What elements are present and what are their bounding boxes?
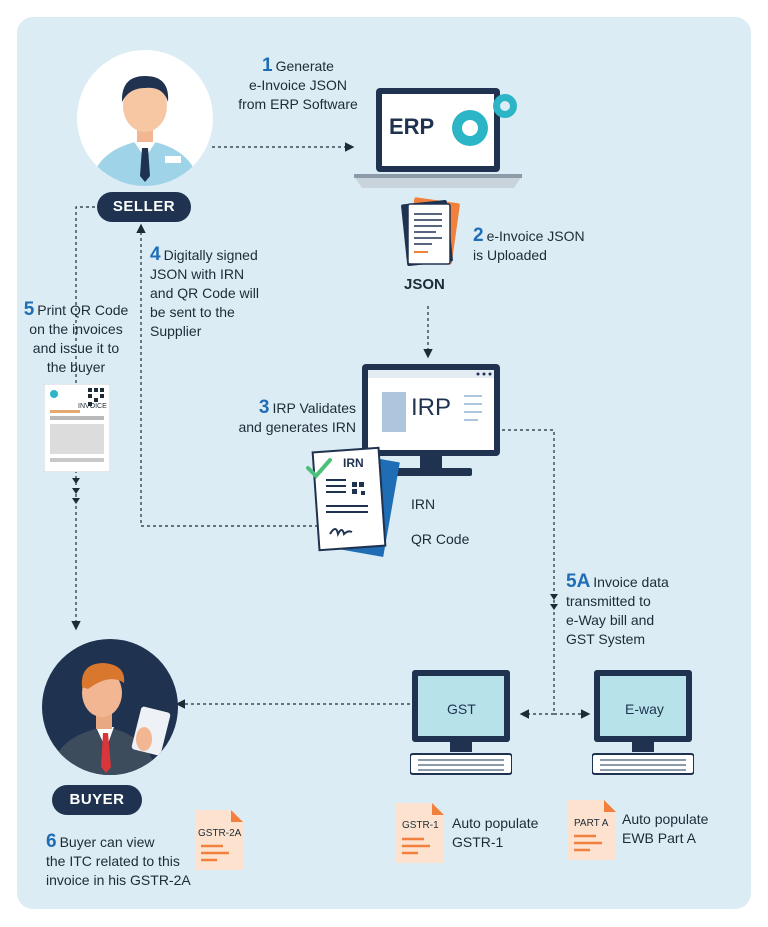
gstr-2a-tag: GSTR-2A <box>198 828 242 839</box>
qr-code-label: QR Code <box>411 531 470 547</box>
step-5a-line4: GST System <box>566 631 646 647</box>
invoice-title: INVOICE <box>78 403 107 410</box>
irn-document-icon <box>306 446 400 558</box>
irp-monitor-icon <box>362 364 500 476</box>
ewb-output-line2: EWB Part A <box>622 830 696 846</box>
step-6-number: 6 <box>46 831 57 852</box>
gstr-1-document-icon <box>396 803 444 863</box>
part-a-tag: PART A <box>574 818 609 829</box>
step-5-line3: and issue it to <box>32 340 120 356</box>
step-3-line2: and generates IRN <box>238 419 356 435</box>
eway-computer-icon <box>592 670 694 775</box>
step-5a-line1: Invoice data <box>593 574 669 590</box>
step-4-line3: and QR Code will <box>150 285 259 301</box>
irp-screen-label: IRP <box>411 394 452 421</box>
ewb-output-text: Auto populate EWB Part A <box>622 810 708 848</box>
arrow-seller-to-buyer <box>71 206 95 631</box>
buyer-avatar <box>42 639 178 775</box>
seller-avatar <box>77 50 213 186</box>
arrow-irn-to-seller <box>136 223 318 527</box>
step-5-number: 5 <box>23 299 35 320</box>
seller-label: SELLER <box>97 192 191 222</box>
step-1-line3: from ERP Software <box>238 96 358 112</box>
step-4-line2: JSON with IRN <box>150 266 245 282</box>
json-label: JSON <box>404 276 445 293</box>
invoice-document-icon <box>44 384 110 472</box>
step-5a-number: 5A <box>566 571 591 592</box>
step-2-line2: is Uploaded <box>473 247 547 263</box>
gst-screen-label: GST <box>447 701 476 717</box>
step-5-line2: on the invoices <box>29 321 123 337</box>
step-4-line1: Digitally signed <box>163 247 258 263</box>
step-4-line4: be sent to the <box>150 304 235 320</box>
step-6-line1: Buyer can view <box>59 834 155 850</box>
step-4-line5: Supplier <box>150 323 202 339</box>
step-1-line1: Generate <box>275 58 334 74</box>
erp-screen-label: ERP <box>389 114 435 139</box>
step-3-line1: IRP Validates <box>272 400 356 416</box>
step-6-line3: invoice in his GSTR-2A <box>46 872 191 888</box>
step-5-line4: the buyer <box>46 359 106 375</box>
step-4-number: 4 <box>150 244 161 265</box>
json-document-icon <box>401 197 460 267</box>
gstr-1-tag: GSTR-1 <box>402 820 439 831</box>
step-1-line2: e-Invoice JSON <box>248 77 348 93</box>
gstr-2a-document-icon <box>195 810 243 870</box>
gstr-1-output-line2: GSTR-1 <box>452 834 504 850</box>
step-5a-line3: e-Way bill and <box>566 612 655 628</box>
gstr-1-output-line1: Auto populate <box>452 815 539 831</box>
step-5a-line2: transmitted to <box>566 593 651 609</box>
step-3-number: 3 <box>258 397 270 418</box>
gstr-1-output-text: Auto populate GSTR-1 <box>452 814 538 852</box>
ewb-output-line1: Auto populate <box>622 811 709 827</box>
eway-screen-label: E-way <box>625 701 664 717</box>
part-a-document-icon <box>568 800 616 860</box>
buyer-label: BUYER <box>52 785 142 815</box>
step-5-line1: Print QR Code <box>37 302 129 318</box>
step-2-number: 2 <box>473 225 484 246</box>
gst-computer-icon <box>410 670 512 775</box>
erp-laptop-icon <box>354 88 522 188</box>
arrow-irp-to-systems <box>502 429 555 712</box>
irn-card-title: IRN <box>343 456 364 470</box>
step-1-number: 1 <box>262 55 273 76</box>
irn-label: IRN <box>411 496 436 512</box>
step-2-line1: e-Invoice JSON <box>486 228 585 244</box>
step-6-line2: the ITC related to this <box>46 853 180 869</box>
